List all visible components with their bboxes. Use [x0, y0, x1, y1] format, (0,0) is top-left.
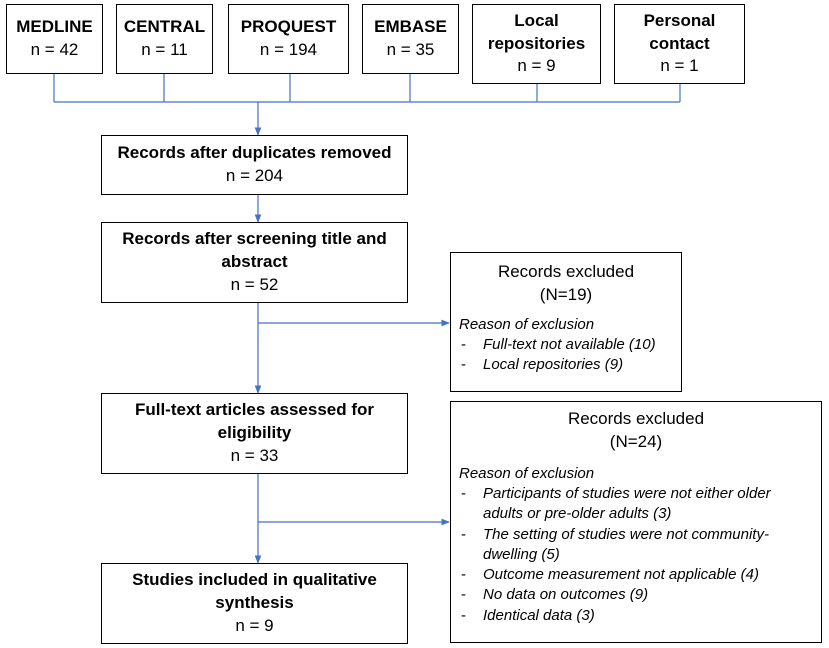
exclusion-box-full-text: Records excluded (N=24) Reason of exclus…: [450, 401, 822, 643]
source-count: n = 11: [141, 40, 188, 59]
source-name: Personal contact: [643, 10, 716, 53]
step-title: Records after duplicates removed: [117, 143, 392, 163]
step-title: Studies included in qualitative synthesi…: [132, 570, 377, 613]
step-box-full-text: Full-text articles assessed for eligibil…: [101, 393, 408, 474]
source-box-proquest: PROQUEST n = 194: [228, 4, 349, 74]
exclusion-reason: Identical data (3): [459, 606, 813, 627]
exclusion-count: (N=19): [539, 284, 593, 304]
step-count: n = 33: [230, 445, 279, 465]
step-box-duplicates-removed: Records after duplicates removed n = 204: [101, 135, 408, 195]
source-name: Local repositories: [487, 10, 586, 53]
source-name: PROQUEST: [240, 17, 337, 37]
exclusion-heading: Records excluded: [567, 409, 705, 428]
source-box-medline: MEDLINE n = 42: [6, 4, 103, 74]
exclusion-reason-label: Reason of exclusion: [459, 315, 595, 333]
exclusion-reason: Outcome measurement not applicable (4): [459, 565, 813, 586]
source-name: EMBASE: [374, 17, 447, 37]
exclusion-reason-list: Full-text not available (10) Local repos…: [459, 335, 673, 376]
step-title: Records after screening title and abstra…: [122, 229, 387, 272]
exclusion-reason-label: Reason of exclusion: [459, 464, 595, 482]
exclusion-reason: Full-text not available (10): [459, 335, 673, 356]
step-title: Full-text articles assessed for eligibil…: [134, 400, 375, 443]
step-box-screening: Records after screening title and abstra…: [101, 222, 408, 303]
source-count: n = 42: [30, 40, 79, 59]
exclusion-reason: No data on outcomes (9): [459, 585, 813, 606]
exclusion-heading: Records excluded: [497, 262, 635, 281]
exclusion-reason: The setting of studies were not communit…: [459, 525, 813, 566]
source-box-central: CENTRAL n = 11: [116, 4, 213, 74]
source-box-embase: EMBASE n = 35: [362, 4, 459, 74]
exclusion-reason: Local repositories (9): [459, 355, 673, 376]
exclusion-box-screening: Records excluded (N=19) Reason of exclus…: [450, 252, 682, 392]
source-box-personal-contact: Personal contact n = 1: [614, 4, 745, 84]
source-box-local-repositories: Local repositories n = 9: [472, 4, 601, 84]
step-box-included: Studies included in qualitative synthesi…: [101, 563, 408, 644]
source-count: n = 9: [517, 56, 556, 76]
step-count: n = 9: [235, 615, 274, 635]
source-count: n = 194: [259, 40, 318, 59]
exclusion-count: (N=24): [609, 431, 663, 451]
step-count: n = 204: [225, 166, 284, 185]
source-name: CENTRAL: [123, 17, 206, 37]
exclusion-reason: Participants of studies were not either …: [459, 484, 813, 525]
source-count: n = 35: [386, 40, 435, 59]
source-count: n = 1: [660, 56, 699, 76]
source-name: MEDLINE: [16, 17, 93, 37]
step-count: n = 52: [230, 274, 279, 294]
exclusion-reason-list: Participants of studies were not either …: [459, 484, 813, 626]
